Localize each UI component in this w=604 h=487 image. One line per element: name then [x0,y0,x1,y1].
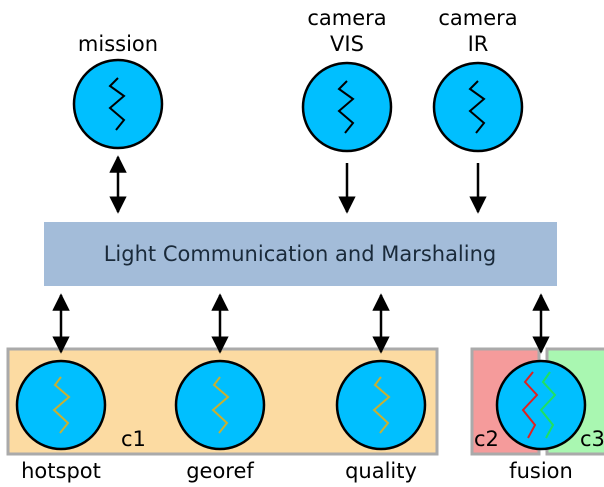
node-georef: georef [174,359,266,483]
node-camera-vis-zigzag-icon [337,80,355,134]
node-mission: mission [72,32,164,150]
communication-bus [44,222,557,286]
node-mission-label: mission [78,32,158,56]
bus-label: Light Communication and Marshaling [104,242,497,266]
node-georef-label: georef [186,459,254,483]
node-camera-ir-label-line-1: camera [438,6,517,30]
node-quality-label: quality [345,459,417,483]
node-hotspot-zigzag-icon [52,376,71,434]
node-camera-vis-label-line-1: camera [307,6,386,30]
node-fusion-label: fusion [509,459,573,483]
node-mission-zigzag-icon [108,77,126,131]
node-camera-ir-label-line-2: IR [468,32,489,56]
node-camera-vis-circle [301,61,393,153]
node-mission-circle [72,58,164,150]
node-fusion-circle [495,359,587,451]
node-camera-vis-label-line-2: VIS [330,32,364,56]
node-hotspot: hotspot [15,359,107,483]
node-georef-zigzag-icon [211,376,230,434]
node-fusion: fusion [495,359,587,483]
cluster-c3-label: c3 [580,427,604,451]
node-fusion-red-zigzag-icon [521,371,539,439]
cluster-c2-label: c2 [474,427,499,451]
node-camera-vis: camera VIS [301,6,393,153]
node-camera-ir-circle [432,61,524,153]
cluster-c1-label: c1 [121,427,146,451]
node-quality: quality [335,359,427,483]
node-camera-ir: camera IR [432,6,524,153]
node-quality-zigzag-icon [372,376,391,434]
node-fusion-green-zigzag-icon [539,371,557,439]
node-hotspot-label: hotspot [21,459,101,483]
node-camera-ir-zigzag-icon [468,80,486,134]
